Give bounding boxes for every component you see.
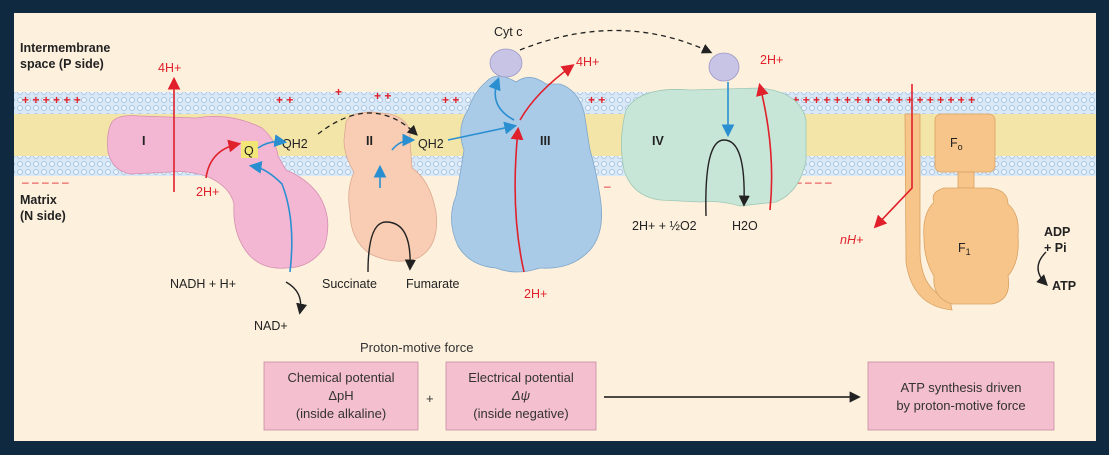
electron-arrows (248, 77, 735, 273)
h-label-2h-complex-I: 2H+ (196, 185, 219, 199)
cytc-2 (708, 52, 740, 82)
qh2-label-1: QH2 (282, 137, 308, 151)
pi-label: + Pi (1044, 241, 1067, 255)
positive-charges: + + + + + + + + + + + + + + + + + + + + … (22, 85, 975, 107)
svg-text:+ +: + + (374, 89, 391, 103)
svg-text:– – – – –: – – – – – (22, 175, 69, 189)
svg-text:+ + + + + +: + + + + + + (22, 93, 81, 107)
elec-line-3: (inside negative) (473, 406, 568, 421)
h-label-nh: nH+ (840, 233, 863, 247)
nadh-label: NADH + H+ (170, 277, 236, 291)
complex-II (343, 111, 437, 262)
intermembrane-label-2: space (P side) (20, 57, 104, 71)
h-label-4h-III: 4H+ (576, 55, 599, 69)
complex-III-label: III (540, 134, 550, 148)
cytc-transfer-arrow (519, 29, 713, 54)
h-label-2h-IV: 2H+ (760, 53, 783, 67)
qh2-transfer-arrow (317, 112, 418, 136)
atp-synthase (904, 113, 1019, 311)
proton-arrows (167, 64, 913, 273)
svg-text:+ + + + + + + + + +: + + + + + + + + + + + + + + + + + + + (782, 93, 975, 107)
intermembrane-label-1: Intermembrane (20, 41, 110, 55)
chem-line-3: (inside alkaline) (296, 406, 386, 421)
h-label-2h-III: 2H+ (524, 287, 547, 301)
h2o-label: H2O (732, 219, 758, 233)
complex-II-label: II (366, 134, 373, 148)
atp-box-line-2: by proton-motive force (896, 398, 1025, 413)
nad-label: NAD+ (254, 319, 288, 333)
svg-text:+ +: + + (442, 93, 459, 107)
o2-label: 2H+ + ½O2 (632, 219, 697, 233)
elec-line-2: Δψ (511, 388, 531, 403)
svg-text:+ +: + + (588, 93, 605, 107)
pmf-plus: + (426, 391, 434, 406)
reaction-arrows (285, 139, 1048, 315)
matrix-label-1: Matrix (20, 193, 57, 207)
adp-label: ADP (1044, 225, 1070, 239)
qh2-label-2: QH2 (418, 137, 444, 151)
succinate-label: Succinate (322, 277, 377, 291)
h-label-4h-left: 4H+ (158, 61, 181, 75)
chemical-potential-box (263, 361, 419, 431)
svg-text:+: + (335, 85, 342, 99)
fumarate-label: Fumarate (406, 277, 460, 291)
complex-III (451, 75, 603, 273)
svg-text:–: – (604, 179, 611, 193)
cytc-label: Cyt c (494, 25, 522, 39)
chem-line-2: ΔpH (328, 388, 353, 403)
complex-IV-label: IV (652, 134, 664, 148)
atp-box-line-1: ATP synthesis driven (901, 380, 1022, 395)
electrical-potential-box (445, 361, 597, 431)
matrix-label-2: (N side) (20, 209, 66, 223)
atp-label: ATP (1052, 279, 1076, 293)
pmf-title: Proton-motive force (360, 340, 473, 355)
chem-line-1: Chemical potential (288, 370, 395, 385)
complex-I (107, 115, 329, 269)
svg-text:+ +: + + (276, 93, 293, 107)
complex-I-label: I (142, 134, 145, 148)
elec-line-1: Electrical potential (468, 370, 574, 385)
cytc-1 (489, 48, 523, 78)
q-label: Q (244, 144, 254, 158)
atp-synthesis-box (867, 361, 1055, 431)
q-box (241, 141, 258, 158)
